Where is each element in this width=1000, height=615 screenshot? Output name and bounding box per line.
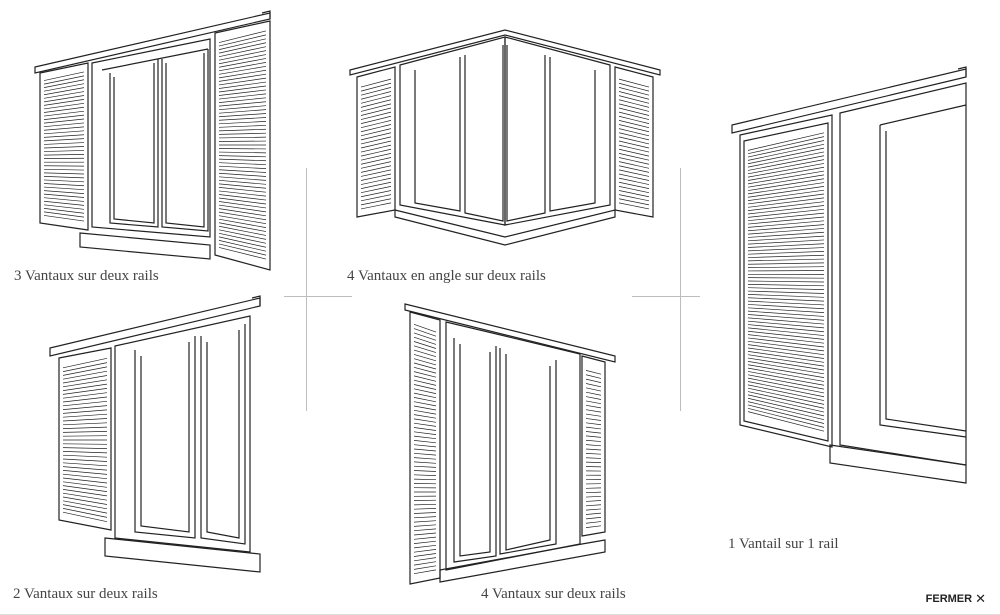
shutter-option-4-leaves-corner[interactable]: 4 Vantaux en angle sur deux rails xyxy=(345,25,665,284)
shutter-1-leaf-illustration xyxy=(731,66,967,484)
shutter-4-leaves-illustration xyxy=(404,303,616,585)
shutter-2-leaves-illustration xyxy=(49,295,261,573)
close-button[interactable]: FERMER ✕ xyxy=(926,592,986,605)
shutter-option-2-leaves-two-rails[interactable]: 2 Vantaux sur deux rails xyxy=(13,290,270,602)
caption-1-leaf: 1 Vantail sur 1 rail xyxy=(728,536,839,552)
caption-4-leaves: 4 Vantaux sur deux rails xyxy=(481,586,626,602)
caption-4-leaves-corner: 4 Vantaux en angle sur deux rails xyxy=(347,268,546,284)
divider-vertical-right xyxy=(680,168,681,411)
shutter-option-1-leaf-one-rail[interactable]: 1 Vantail sur 1 rail xyxy=(728,65,980,552)
shutter-3-leaves-illustration xyxy=(34,10,271,271)
divider-vertical-left xyxy=(306,168,307,411)
close-label: FERMER xyxy=(925,592,973,605)
caption-3-leaves: 3 Vantaux sur deux rails xyxy=(14,268,159,284)
divider-horizontal-left xyxy=(284,296,352,297)
shutter-option-3-leaves-two-rails[interactable]: 3 Vantaux sur deux rails xyxy=(14,5,280,284)
caption-2-leaves: 2 Vantaux sur deux rails xyxy=(13,586,158,602)
close-icon: ✕ xyxy=(975,591,986,606)
shutter-4-leaves-corner-illustration xyxy=(349,29,661,246)
shutter-option-4-leaves-two-rails[interactable]: 4 Vantaux sur deux rails xyxy=(400,300,626,602)
divider-horizontal-right xyxy=(632,296,700,297)
